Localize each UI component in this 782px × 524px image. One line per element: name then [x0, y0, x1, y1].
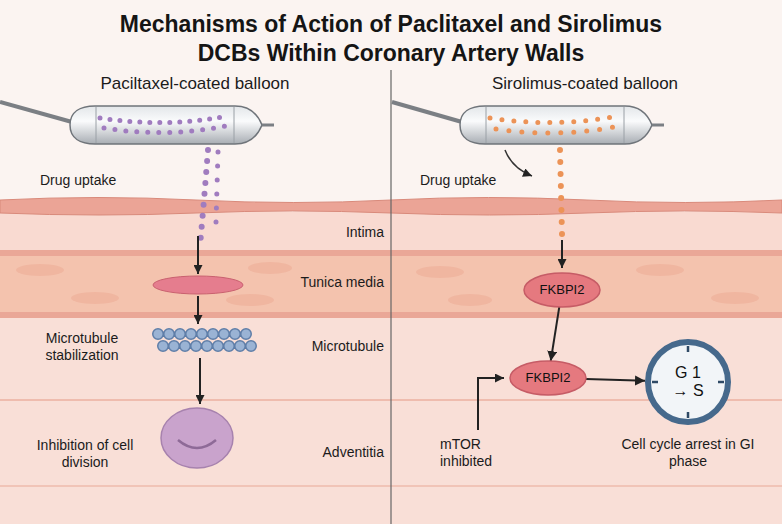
balloon-body — [460, 106, 652, 144]
clock-tick — [652, 381, 658, 384]
clock-tick — [718, 381, 724, 384]
protein-ellipse: FKBPI2 — [509, 360, 587, 396]
microtubule — [163, 342, 252, 351]
panel-divider — [390, 70, 391, 524]
drug-particles — [200, 150, 208, 246]
media-cell — [416, 266, 464, 278]
flow-arrow — [199, 358, 201, 404]
clock-tick — [687, 346, 690, 352]
layer-label: Adventitia — [284, 444, 384, 461]
media-cell — [71, 292, 119, 304]
protein-ellipse-shape — [524, 273, 600, 307]
microtubule — [158, 330, 252, 339]
dividing-cell — [161, 408, 233, 468]
node-text: FKBPI2 — [526, 370, 571, 386]
drug-coating — [496, 127, 614, 133]
balloon-band — [486, 107, 487, 143]
layer-label: Intima — [284, 224, 384, 241]
diagram-title: Mechanisms of Action of Paclitaxel and S… — [101, 10, 681, 68]
balloon-band — [624, 107, 625, 143]
protein-ellipse: FKBPI2 — [523, 272, 601, 308]
media-cell-target — [153, 276, 243, 294]
drug-coating — [100, 116, 228, 123]
catheter — [0, 102, 72, 122]
media-cells — [16, 262, 759, 306]
flow-arrow — [551, 307, 560, 361]
sirolimus-balloon — [392, 102, 664, 144]
process-label: mTOR inhibited — [440, 436, 510, 470]
microtubule — [158, 328, 252, 340]
cell-cycle-ring — [648, 342, 728, 422]
balloon-tip — [262, 124, 274, 127]
drug-particles — [560, 150, 562, 234]
process-label: Microtubule stabilization — [22, 330, 142, 364]
uptake-arrow — [505, 150, 532, 176]
media-cell — [448, 294, 492, 306]
media-cell — [636, 264, 684, 276]
cell-cycle-circle: G 1 → S — [644, 338, 732, 426]
cell-nucleus — [178, 440, 216, 448]
media-cell — [248, 262, 292, 274]
media-cell — [16, 264, 64, 276]
protein-ellipse-shape — [510, 361, 586, 395]
panel-heading: Sirolimus-coated balloon — [435, 74, 735, 94]
microtubule — [163, 340, 252, 352]
process-label: Drug uptake — [420, 172, 530, 189]
layer-label: Tunica media — [284, 274, 384, 291]
panel-heading: Paciltaxel-coated balloon — [45, 74, 345, 94]
node-text: FKBPI2 — [540, 282, 585, 298]
balloon-body — [70, 106, 262, 144]
balloon-band — [234, 107, 235, 143]
structure-label: Microtubule — [284, 338, 384, 355]
flow-arrow — [197, 296, 199, 324]
media-cell — [711, 292, 759, 304]
clock-tick — [687, 412, 690, 418]
drug-coating — [104, 126, 226, 133]
process-label: Drug uptake — [40, 172, 150, 189]
flow-arrow — [561, 240, 563, 268]
inhibition-arrow — [478, 378, 504, 430]
node-text: G 1 → S — [669, 364, 707, 401]
paclitaxel-balloon — [0, 102, 274, 144]
drug-particles — [216, 152, 218, 222]
balloon-band — [96, 107, 97, 143]
balloon-tip — [652, 124, 664, 127]
flow-arrow — [197, 236, 199, 274]
process-label: Cell cycle arrest in GI phase — [620, 436, 756, 470]
media-cell — [226, 294, 274, 306]
flow-arrow — [586, 379, 645, 381]
process-label: Inhibition of cell division — [30, 437, 140, 471]
drug-coating — [490, 116, 618, 123]
catheter — [392, 102, 462, 122]
